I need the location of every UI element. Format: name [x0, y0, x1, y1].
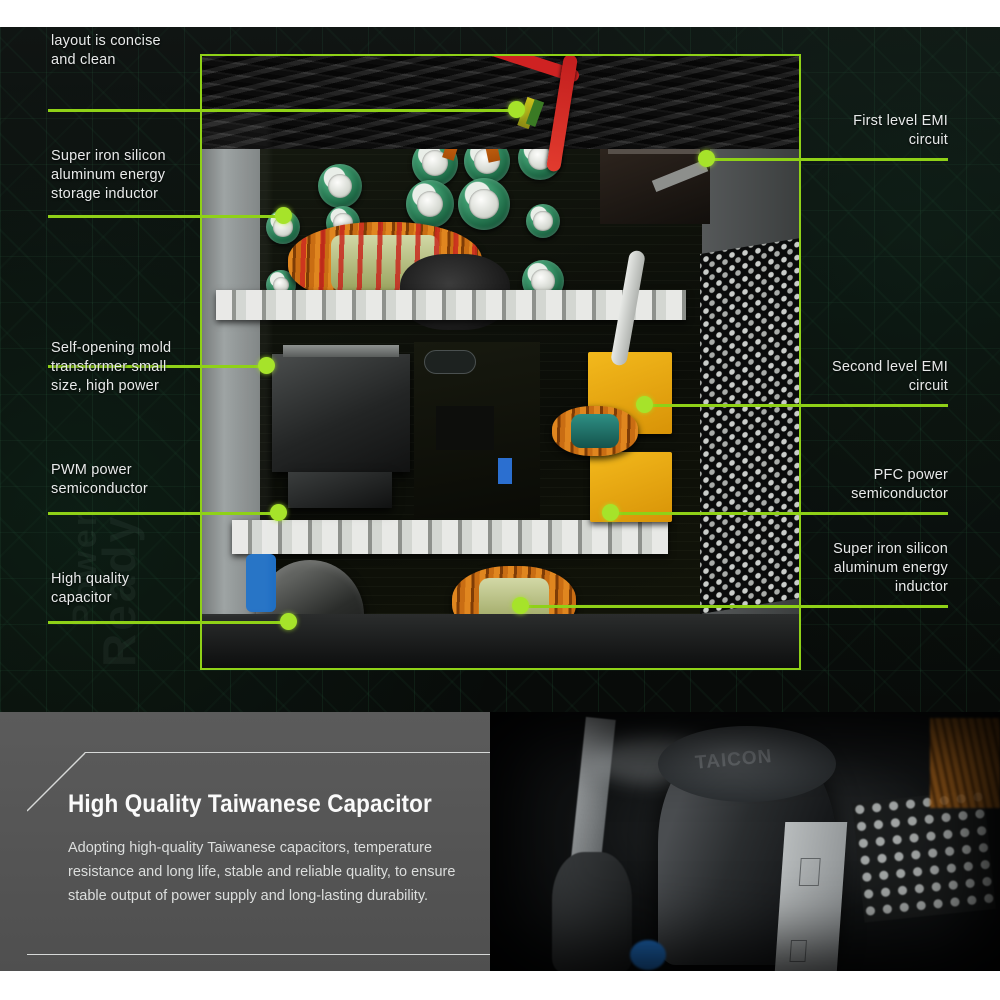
callout-dot: [258, 357, 275, 374]
callout-dot: [602, 504, 619, 521]
capacitor-closeup-photo: TAICON: [490, 712, 1000, 971]
callout-label-pwm-semiconductor: PWM power semiconductor: [51, 462, 148, 497]
callout-line: [48, 512, 280, 515]
ic-chip: [436, 406, 494, 450]
feature-title: High Quality Taiwanese Capacitor: [68, 790, 432, 818]
callout-label-first-level-emi: First level EMI circuit: [853, 113, 948, 148]
blue-component: [630, 940, 666, 970]
cable-bundle: [200, 54, 801, 149]
heatsink-row: [232, 520, 668, 554]
smd-component: [424, 350, 476, 374]
chassis-bottom: [200, 614, 801, 670]
callout-label-second-level-emi: Second level EMI circuit: [831, 359, 948, 394]
secondary-capacitor: [552, 852, 632, 971]
callout-dot: [636, 396, 653, 413]
psu-photo: [200, 54, 801, 670]
callout-dot: [280, 613, 297, 630]
callout-line: [48, 109, 518, 112]
callout-dot: [698, 150, 715, 167]
transformer-base: [288, 472, 392, 508]
callout-label-super-iron-inductor: Super iron silicon aluminum energy induc…: [833, 541, 948, 595]
callout-line: [638, 404, 948, 407]
copper-coil: [930, 718, 1000, 808]
callout-line: [604, 512, 948, 515]
main-transformer: [272, 345, 410, 472]
callout-line: [700, 158, 948, 161]
callout-line: [48, 365, 268, 368]
psu-diagram-section: Ready Power: [0, 27, 1000, 712]
callout-dot: [275, 207, 292, 224]
capacitor: [526, 204, 560, 238]
callout-label-pfc-semiconductor: PFC power semiconductor: [851, 467, 948, 502]
callout-label-high-quality-capacitor: High quality capacitor: [51, 571, 130, 606]
capacitor: [406, 180, 454, 228]
capacitor: [318, 164, 362, 208]
heatsink-row: [216, 290, 686, 320]
callout-line: [48, 621, 290, 624]
main-capacitor-top: [658, 726, 836, 802]
emi-common-mode-choke: [552, 406, 638, 456]
callout-line: [48, 215, 284, 218]
blue-capacitor: [498, 458, 512, 484]
feature-description: Adopting high-quality Taiwanese capacito…: [68, 840, 456, 904]
blue-capacitor: [246, 554, 276, 612]
callout-label-storage-inductor: Super iron silicon aluminum energy stora…: [51, 148, 166, 202]
photo-vignette: [490, 712, 1000, 971]
callout-dot: [512, 597, 529, 614]
capacitor: [458, 178, 510, 230]
callout-label-layout-concise: layout is concise and clean: [51, 33, 161, 68]
callout-label-transformer: Self-opening mold transformer small size…: [51, 340, 172, 394]
callout-dot: [270, 504, 287, 521]
callout-dot: [508, 101, 525, 118]
callout-line: [514, 605, 948, 608]
